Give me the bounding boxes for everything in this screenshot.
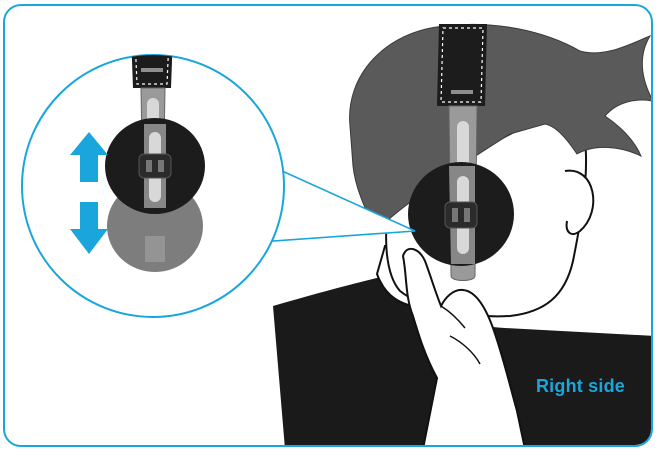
person-ear [565, 171, 593, 234]
zoom-circle [22, 34, 284, 317]
caption-right-side: Right side [536, 376, 625, 397]
illustration-frame: Right side [3, 4, 653, 447]
